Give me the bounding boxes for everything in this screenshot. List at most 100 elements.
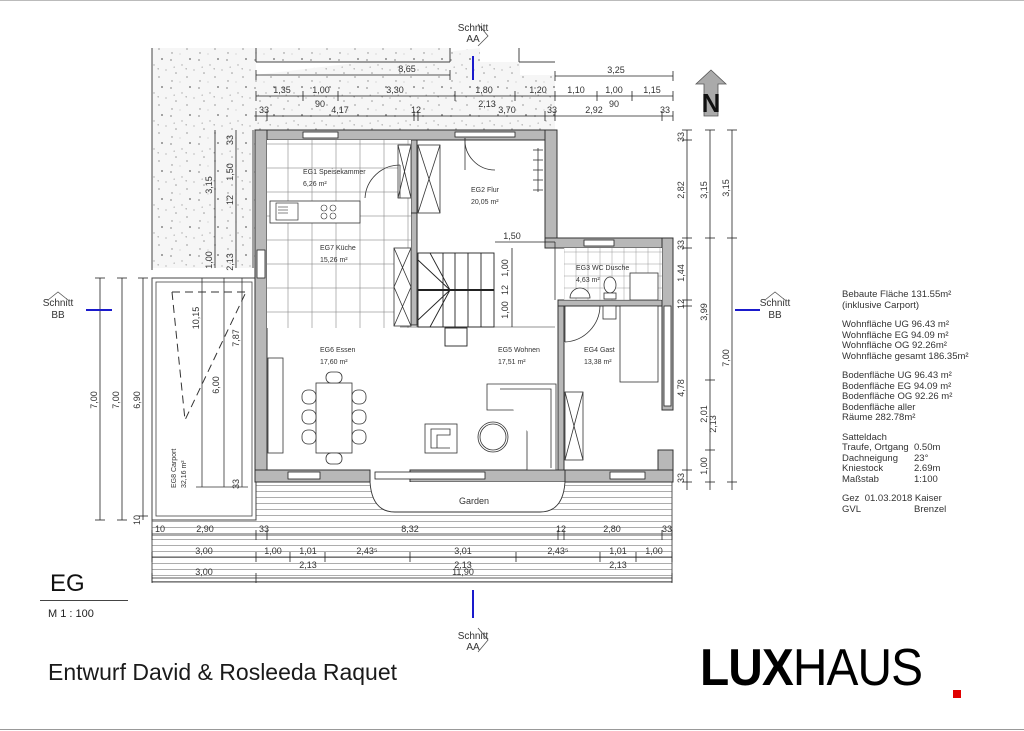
room-eg2-area: 20,05 m² [471, 199, 499, 206]
dim-label: 3,00 [195, 546, 213, 556]
dim-label: 2,80 [603, 524, 621, 534]
drawn-by-value: 01.03.2018 Kaiser [864, 493, 942, 504]
floor-area-all-value: Räume 282.78m² [842, 412, 916, 423]
dim-label: 3,01 [454, 546, 472, 556]
spec-eaves: Traufe, Ortgang 0.50m [842, 442, 969, 454]
dim-label: 1,00 [500, 259, 510, 277]
room-eg4-area: 13,38 m² [584, 359, 612, 366]
staircase [400, 252, 555, 347]
floor-area-eg: Bodenfläche EG 94.09 m² [842, 380, 952, 392]
dim-label: 3,15 [699, 181, 709, 199]
dim-label: 2,90 [196, 524, 214, 534]
floor-area-ug: Bodenfläche UG 96.43 m² [842, 370, 952, 381]
dim-label: 1,00 [500, 301, 510, 319]
spec-value: 2.69m [914, 463, 941, 474]
dim-label: 3,00 [195, 567, 213, 577]
built-area-note: (inklusive Carport) [842, 299, 920, 311]
dim-label: 33 [660, 105, 670, 115]
spec-value: 1:100 [914, 473, 938, 485]
dim-label: 4,17 [331, 105, 349, 115]
info-panel: Bebaute Fläche 131.55m² (inklusive Carpo… [842, 289, 969, 524]
dim-top-3-25: 3,25 [607, 65, 625, 75]
dim-label: 12 [556, 524, 566, 534]
dim-top-8-65: 8,65 [398, 64, 416, 74]
room-eg6-name: EG6 Essen [320, 347, 356, 354]
gravel-area [151, 48, 555, 270]
north-arrow-icon: N [694, 69, 728, 118]
logo-light-part: HAUS [792, 639, 923, 697]
section-bb-left-label-2: BB [51, 310, 65, 321]
dimension-ticks [95, 70, 737, 583]
section-bb-left-label-1: Schnitt [43, 298, 74, 309]
room-eg8-name: EG8 Carport [171, 449, 178, 488]
kitchen-tiled-floor [267, 140, 411, 328]
page-bottom-border [0, 729, 1024, 730]
living-room-furniture [424, 383, 557, 471]
room-eg7-name: EG7 Küche [320, 245, 356, 252]
dim-label: 1,00 [699, 457, 709, 475]
dim-label: 1,00 [264, 546, 282, 556]
dim-label: 3,70 [498, 105, 516, 115]
section-bb-right-label-2: BB [768, 310, 782, 321]
dim-label: 7,00 [111, 391, 121, 409]
drawn-by: Gez 01.03.2018 Kaiser [842, 493, 969, 505]
dim-label: 1,00 [204, 251, 214, 269]
dim-label: 33 [676, 132, 686, 142]
sideboard [267, 357, 284, 454]
dim-label: 1,01 [609, 546, 627, 556]
room-eg3-area: 4,63 m² [576, 277, 600, 284]
living-area-total: Wohnfläche gesamt 186.35m² [842, 350, 969, 362]
floor-area-all-label: Bodenfläche aller [842, 401, 916, 413]
dim-label: 7,00 [721, 349, 731, 367]
spec-value: 0.50m [914, 442, 941, 453]
dim-label: 33 [676, 473, 686, 483]
dim-label: 2,13 [299, 560, 317, 570]
garden-bay-outline [369, 481, 566, 513]
logo-dot-icon [953, 690, 961, 698]
dim-label: 10 [155, 524, 165, 534]
gvl-key: GVL [842, 503, 862, 515]
dimension-lines [99, 74, 733, 579]
floor-label: EG [50, 570, 85, 597]
dim-label: 1,00 [312, 85, 330, 95]
spec-key: Traufe, Ortgang [842, 442, 909, 453]
dim-label: 6,90 [132, 391, 142, 409]
spec-knee-wall: Kniestock 2.69m [842, 463, 969, 475]
dim-label: 1,00 [605, 85, 623, 95]
dim-label: 1,00 [645, 546, 663, 556]
gvl: GVL Brenzel [842, 503, 969, 516]
dim-label: 2,43⁵ [547, 546, 569, 556]
living-area-ug: Wohnfläche UG 96.43 m² [842, 319, 950, 330]
dim-label: 33 [547, 105, 557, 115]
dim-label: 1,10 [567, 85, 585, 95]
room-eg6-area: 17,60 m² [320, 359, 348, 366]
dimension-labels: 8,65 3,25 1,35 1,00 3,30 1,80 1,20 1,10 … [89, 64, 731, 577]
dim-label: 3,15 [721, 179, 731, 197]
dim-label: 2,92 [585, 105, 603, 115]
dim-label: 33 [676, 240, 686, 250]
dim-label: 1,80 [475, 85, 493, 95]
section-markers [47, 23, 786, 653]
bathroom-fixtures [569, 272, 659, 320]
built-area-group: Bebaute Fläche 131.55m² (inklusive Carpo… [842, 289, 969, 311]
dim-label: 10 [132, 515, 142, 525]
dim-label: 2,13 [454, 560, 472, 570]
room-eg4-name: EG4 Gast [584, 347, 615, 354]
spec-scale: Maßstab 1:100 [842, 473, 969, 486]
room-eg5-area: 17,51 m² [498, 359, 526, 366]
dim-label: 8,32 [401, 524, 419, 534]
section-aa-top-label-2: AA [466, 34, 480, 45]
room-eg7-area: 15,26 m² [320, 257, 348, 264]
room-eg2-name: EG2 Flur [471, 187, 500, 194]
spec-key: Kniestock [842, 463, 884, 474]
dim-label: 1,20 [529, 85, 547, 95]
dim-label: 1,01 [299, 546, 317, 556]
spec-key: Maßstab [842, 473, 879, 485]
room-eg1-name: EG1 Speisekammer [303, 169, 366, 176]
doors [364, 137, 601, 343]
dim-label: 1,35 [273, 85, 291, 95]
room-eg5-name: EG5 Wohnen [498, 347, 540, 354]
section-aa-bottom-label-1: Schnitt [458, 631, 489, 642]
gvl-value: Brenzel [914, 503, 947, 515]
